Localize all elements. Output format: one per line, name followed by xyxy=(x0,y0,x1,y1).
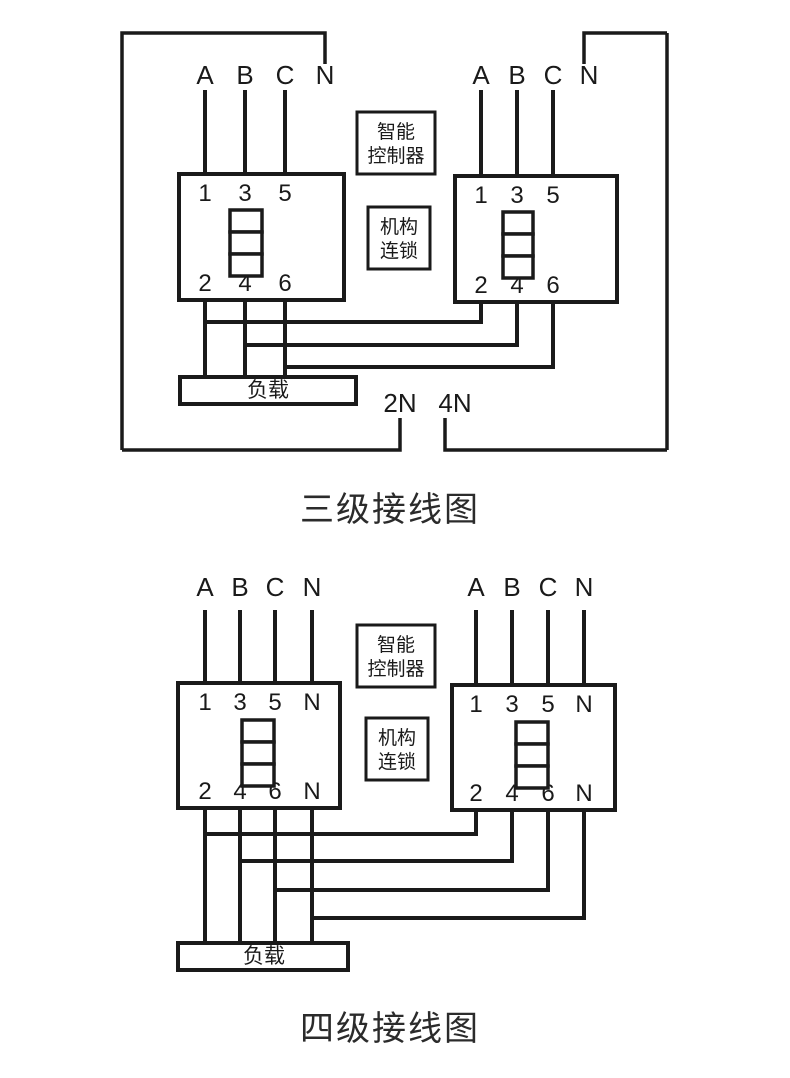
terminal-3-right-2: 3 xyxy=(505,691,518,718)
mechanical-interlock-box-three-pole: 机构 连锁 xyxy=(366,205,432,271)
supply-label-a-right-2: A xyxy=(467,572,485,602)
terminal-3-right-1: 3 xyxy=(510,182,523,209)
output-wiring-three-pole xyxy=(203,300,555,377)
supply-label-b-left-2: B xyxy=(231,572,248,602)
mech-interlock-line1-1: 机构 xyxy=(380,216,418,238)
terminal-1-left-1: 1 xyxy=(198,180,211,207)
terminal-n-bottom-left-2: N xyxy=(303,778,320,805)
supply-label-c-right-2: C xyxy=(539,572,558,602)
smart-controller-box-four-pole: 智能 控制器 xyxy=(355,623,437,689)
supply-label-c-left-1: C xyxy=(276,60,295,90)
smart-controller-line1-2: 智能 xyxy=(377,634,415,656)
supply-label-b-right-1: B xyxy=(508,60,525,90)
supply-label-c-right-1: C xyxy=(544,60,563,90)
load-label-2: 负载 xyxy=(243,944,285,968)
supply-label-c-left-2: C xyxy=(266,572,285,602)
supply-wires-left-three-pole xyxy=(203,90,287,174)
terminal-3-left-1: 3 xyxy=(238,180,251,207)
switch-left-four-pole[interactable]: 1 3 5 N 2 4 6 N xyxy=(176,681,342,810)
switch-left-three-pole[interactable]: 1 3 5 2 4 6 xyxy=(177,172,346,302)
terminal-3-left-2: 3 xyxy=(233,689,246,716)
supply-wires-left-four-pole xyxy=(203,610,314,683)
supply-label-b-right-2: B xyxy=(503,572,520,602)
terminal-n-bottom-right-2: N xyxy=(575,780,592,807)
terminal-5-left-1: 5 xyxy=(278,180,291,207)
smart-controller-line1-1: 智能 xyxy=(377,121,415,143)
terminal-6-right-1: 6 xyxy=(546,272,559,299)
supply-wires-right-three-pole xyxy=(479,90,555,176)
neutral-terminal-2n: 2N xyxy=(383,388,416,418)
terminal-n-top-left-2: N xyxy=(303,689,320,716)
load-box-four-pole: 负载 xyxy=(176,941,350,972)
mechanical-interlock-box-four-pole: 机构 连锁 xyxy=(364,716,430,782)
mech-interlock-line2-2: 连锁 xyxy=(378,751,416,773)
supply-label-n-right-1: N xyxy=(580,60,599,90)
smart-controller-line2-1: 控制器 xyxy=(367,145,424,167)
terminal-2-right-1: 2 xyxy=(474,272,487,299)
supply-label-b-left-1: B xyxy=(236,60,253,90)
terminal-1-right-2: 1 xyxy=(469,691,482,718)
supply-label-n-right-2: N xyxy=(575,572,594,602)
terminal-6-left-1: 6 xyxy=(278,270,291,297)
load-label-1: 负载 xyxy=(247,378,289,402)
neutral-terminal-4n: 4N xyxy=(438,388,471,418)
mech-interlock-line1-2: 机构 xyxy=(378,727,416,749)
terminal-5-right-2: 5 xyxy=(541,691,554,718)
switch-right-three-pole[interactable]: 1 3 5 2 4 6 xyxy=(453,174,619,304)
terminal-1-right-1: 1 xyxy=(474,182,487,209)
terminal-2-right-2: 2 xyxy=(469,780,482,807)
smart-controller-line2-2: 控制器 xyxy=(367,658,424,680)
switch-latch-icon-left-2 xyxy=(240,718,276,788)
caption-three-pole: 三级接线图 xyxy=(300,491,480,529)
supply-label-a-left-1: A xyxy=(196,60,214,90)
supply-label-n-left-2: N xyxy=(303,572,322,602)
supply-wires-right-four-pole xyxy=(474,610,586,685)
smart-controller-box-three-pole: 智能 控制器 xyxy=(355,110,437,176)
terminal-n-top-right-2: N xyxy=(575,691,592,718)
supply-label-a-right-1: A xyxy=(472,60,490,90)
terminal-5-right-1: 5 xyxy=(546,182,559,209)
load-box-three-pole: 负载 xyxy=(178,375,358,406)
diagram-four-pole: A B C N A B C N 1 3 5 N 2 4 6 N xyxy=(176,572,617,1048)
terminal-5-left-2: 5 xyxy=(268,689,281,716)
diagram-three-pole: A B C N A B C N 1 3 5 2 4 6 xyxy=(120,31,669,529)
terminal-2-left-2: 2 xyxy=(198,778,211,805)
supply-label-n-left-1: N xyxy=(316,60,335,90)
switch-right-four-pole[interactable]: 1 3 5 N 2 4 6 N xyxy=(450,683,617,812)
terminal-1-left-2: 1 xyxy=(198,689,211,716)
caption-four-pole: 四级接线图 xyxy=(300,1010,480,1048)
switch-latch-icon-left-1 xyxy=(228,208,264,278)
switch-latch-icon-right-1 xyxy=(501,210,535,280)
output-wiring-four-pole xyxy=(203,808,586,943)
mech-interlock-line2-1: 连锁 xyxy=(380,240,418,262)
switch-latch-icon-right-2 xyxy=(514,720,550,790)
supply-label-a-left-2: A xyxy=(196,572,214,602)
terminal-2-left-1: 2 xyxy=(198,270,211,297)
outer-frame-three-pole xyxy=(120,31,669,452)
